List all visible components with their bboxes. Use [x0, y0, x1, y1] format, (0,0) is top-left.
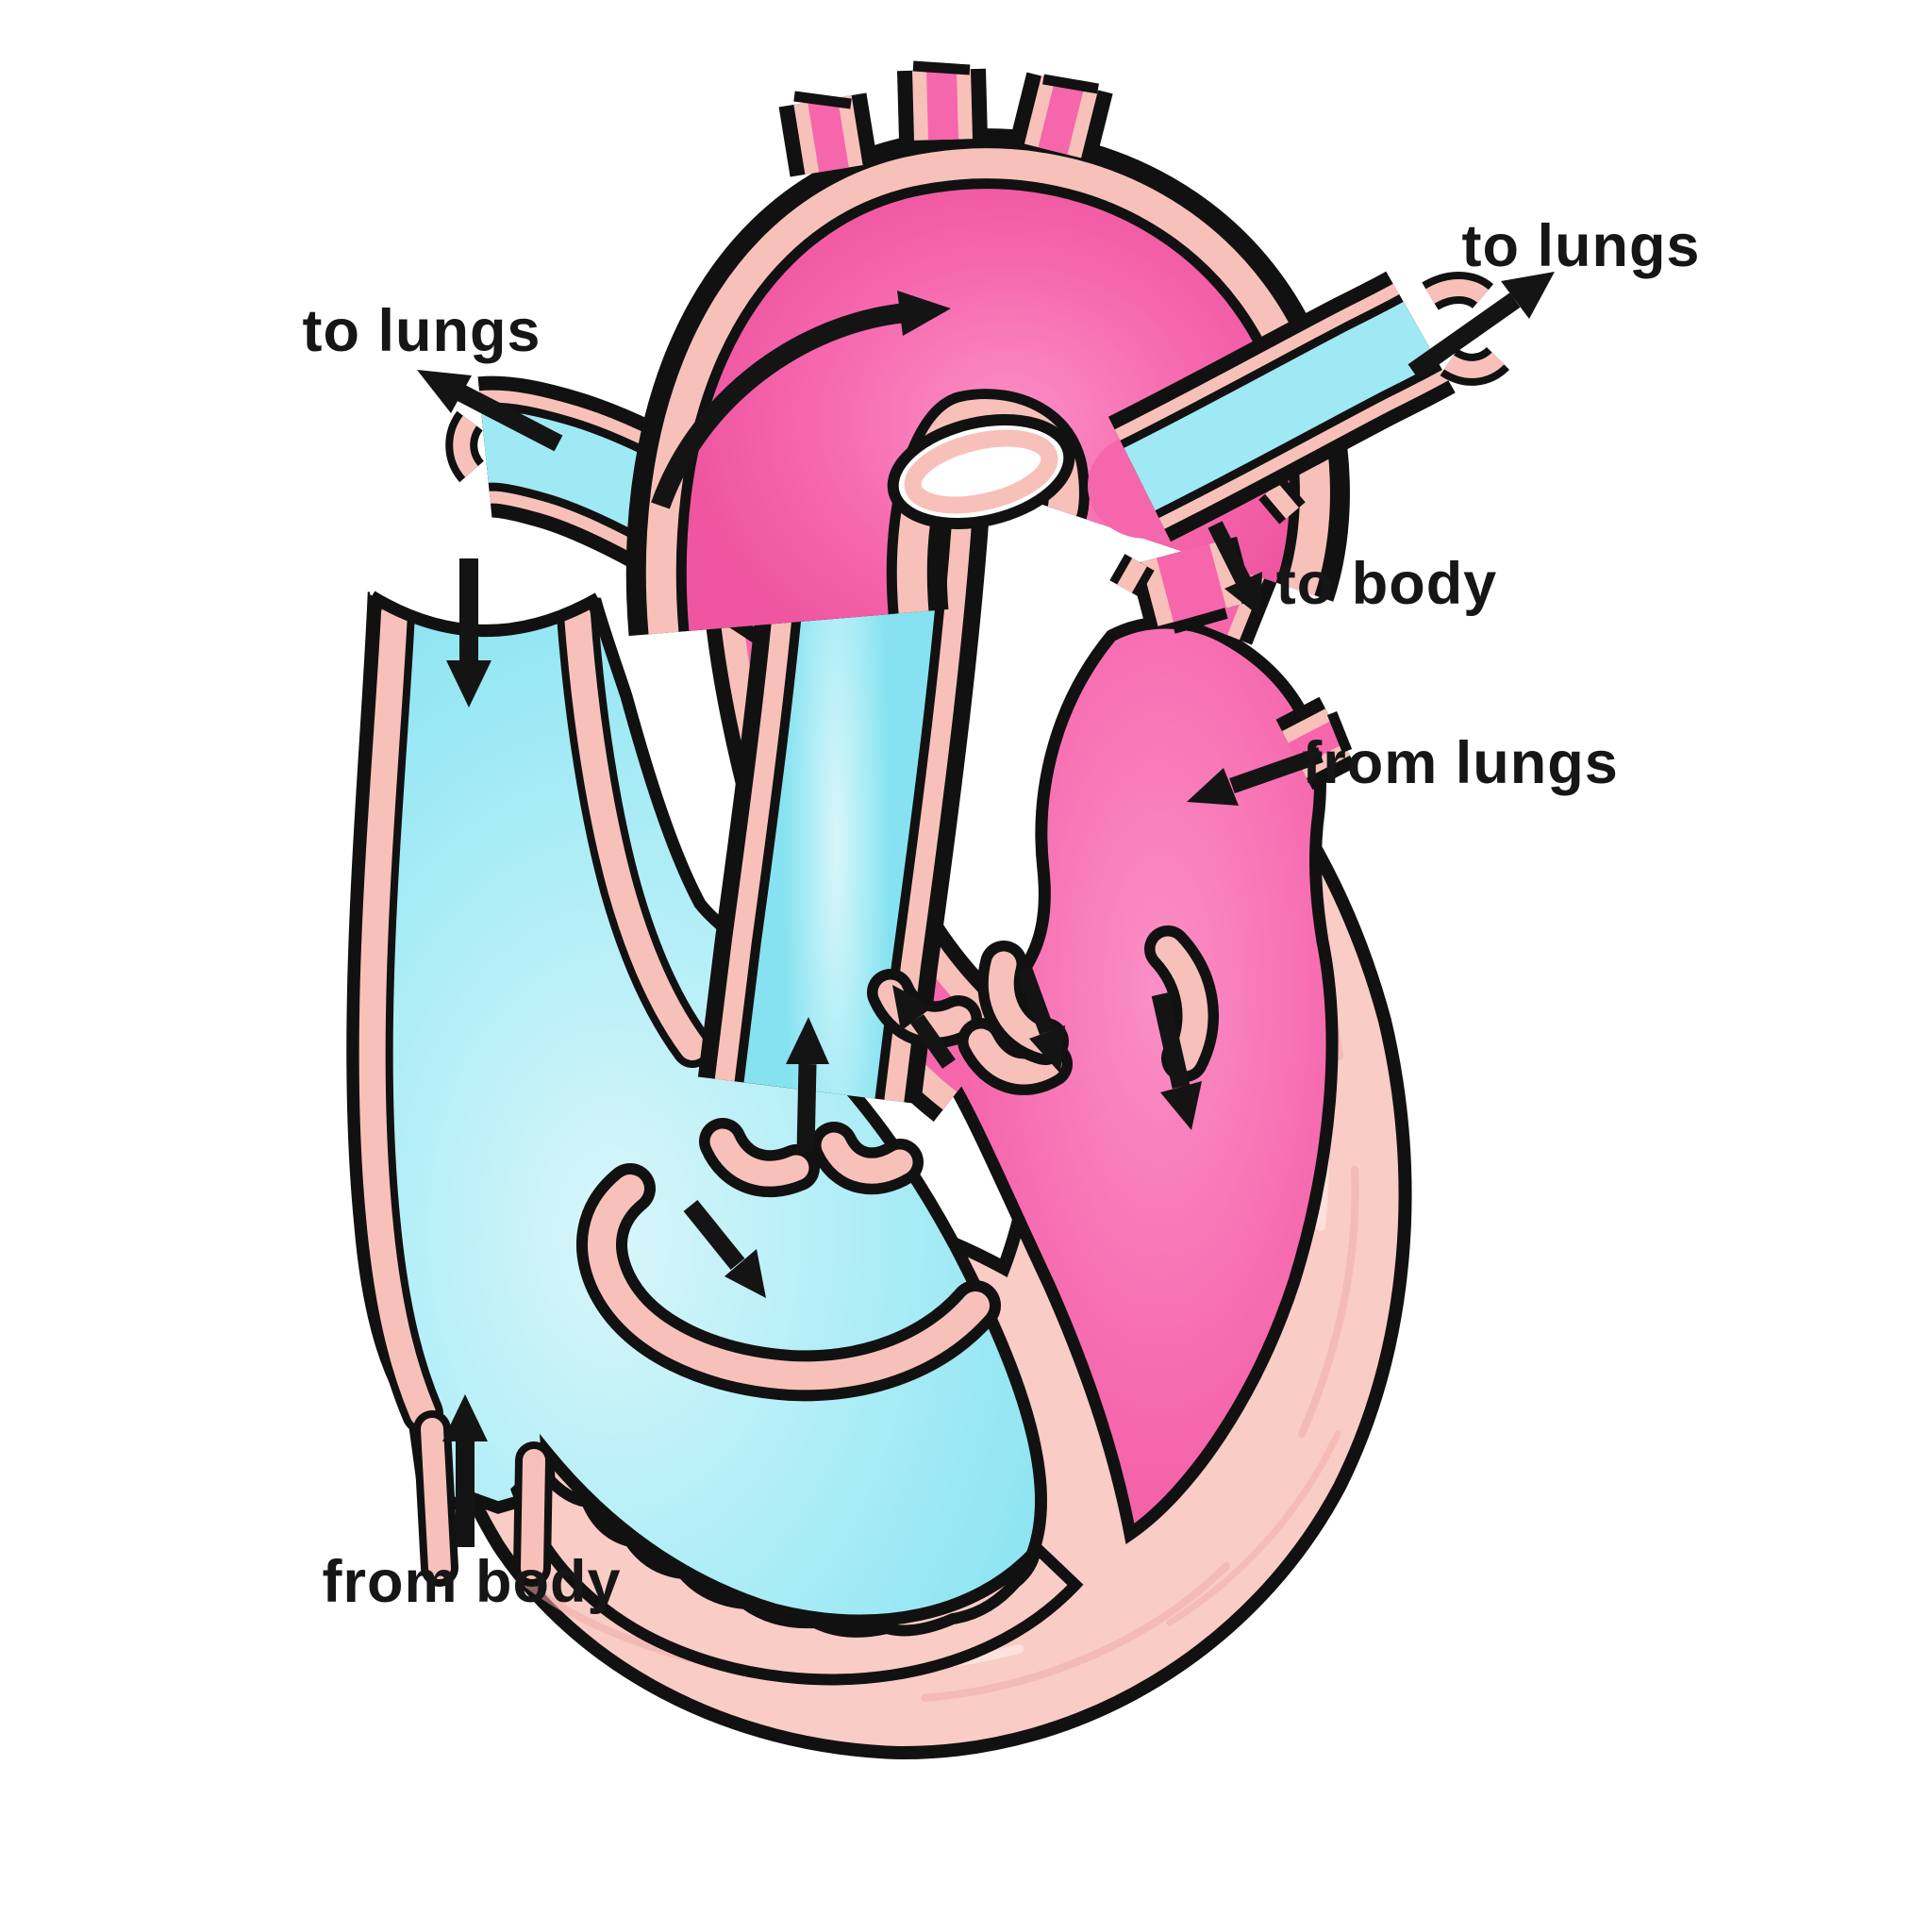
pulmonary-valve-cusps: [699, 1118, 924, 1198]
right-pulmonary-artery: [1088, 271, 1510, 542]
label-from-body: from body: [323, 1549, 622, 1615]
diagram-labels: to lungs to lungs to body from lungs fro…: [303, 213, 1701, 1615]
right-pulmonary-artery-arrow: [1407, 272, 1555, 379]
ivc-inflow-arrow: [442, 1394, 488, 1547]
flow-arrows: [417, 272, 1555, 1547]
label-from-lungs: from lungs: [1302, 730, 1619, 796]
ra-to-rv-arrow: [683, 1200, 766, 1298]
svc-opening-rim: [368, 591, 602, 637]
left-pulmonary-artery-arrow: [417, 370, 563, 452]
pulmonary-vein-stub-right: [1275, 696, 1357, 791]
tricuspid-valve-flap: [576, 1163, 1001, 1402]
aorta-to-body-arrow: [1208, 521, 1262, 617]
label-to-lungs-left: to lungs: [303, 298, 541, 364]
label-to-body: to body: [1276, 551, 1497, 617]
rv-trabeculae-scallops: [510, 1458, 1084, 1686]
svc-opening-lens: [370, 562, 600, 631]
arch-branch-stub-2: [897, 60, 988, 142]
pulmonary-trunk-arrow: [786, 1017, 829, 1154]
ivc-wall-bands: [413, 1410, 553, 1587]
svc-inflow-arrow: [446, 558, 491, 708]
arch-branch-stub-3: [1009, 72, 1113, 162]
descending-aorta-stub: [1109, 477, 1306, 634]
svc-wall-bands: [351, 592, 713, 1434]
valves: [576, 925, 1219, 1402]
la-to-lv-arrow-left: [1017, 967, 1065, 1074]
label-to-lungs-right: to lungs: [1462, 213, 1701, 279]
aortic-arch-curved-arrow: [651, 291, 951, 509]
la-to-lv-arrow-main: [1151, 991, 1202, 1130]
lv-to-aorta-arrow: [892, 985, 956, 1069]
arch-branch-stub-1: [778, 91, 878, 177]
pulmonary-vein-arrow: [1187, 746, 1324, 806]
arch-window: [887, 414, 1075, 529]
